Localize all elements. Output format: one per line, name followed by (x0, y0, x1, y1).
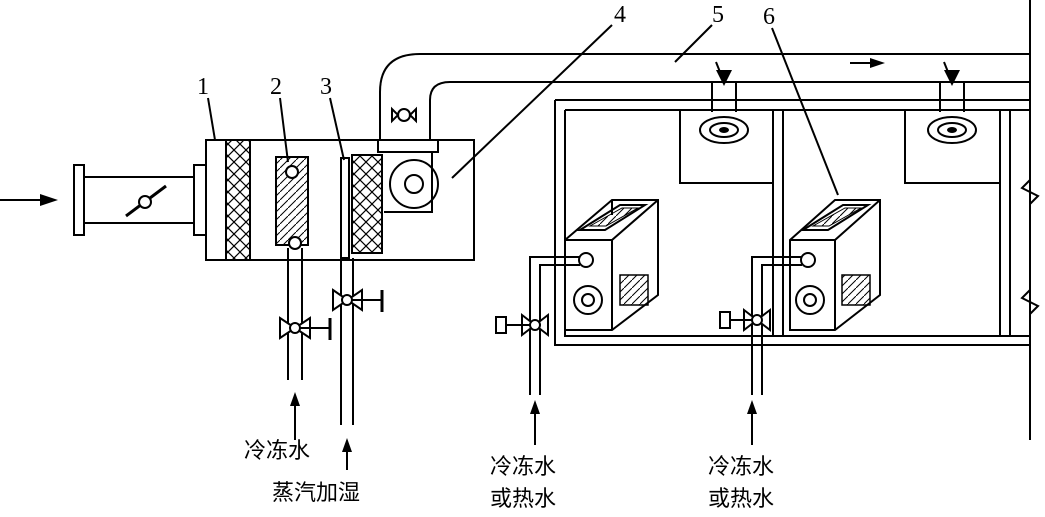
steam-pipe (332, 258, 384, 425)
callout-4: 4 (614, 2, 626, 28)
fan-coil-unit-icon (564, 199, 659, 331)
valve-icon (495, 312, 549, 338)
humidifier-pipe (340, 157, 350, 259)
valve-icon (391, 106, 417, 124)
eliminator (351, 154, 383, 254)
label-steam-humidify: 蒸汽加湿 (272, 481, 360, 506)
fan-icon (377, 139, 439, 213)
arrow-up-icon (747, 400, 757, 445)
arrow-up-icon (530, 400, 540, 445)
callout-3: 3 (320, 74, 332, 100)
callout-2: 2 (270, 74, 282, 100)
ceiling-diffuser-icon (904, 110, 1000, 184)
ceiling-diffuser-icon (679, 110, 773, 184)
label-unit2-line1: 冷冻水 (708, 455, 774, 480)
arrow-up-icon (342, 438, 352, 470)
callout-1: 1 (197, 74, 209, 100)
chilled-water-pipe (279, 248, 332, 380)
unit1-pipe (495, 256, 580, 395)
flow-arrow-icon (850, 58, 885, 68)
label-unit2-line2: 或热水 (708, 487, 774, 512)
label-unit1-line2: 或热水 (490, 487, 556, 512)
supply-duct (379, 53, 1030, 140)
callout-6: 6 (763, 4, 775, 30)
branch-duct (711, 61, 737, 112)
filter (225, 139, 251, 261)
valve-icon (719, 307, 771, 333)
damper-icon (125, 184, 167, 218)
arrow-up-icon (290, 392, 300, 440)
air-handling-unit (205, 139, 475, 261)
room-outline (554, 0, 1040, 440)
branch-duct (939, 61, 965, 112)
unit2-pipe (719, 256, 802, 395)
label-chilled-water: 冷冻水 (244, 439, 310, 464)
callout-5: 5 (712, 2, 724, 28)
leader-lines (207, 24, 839, 196)
valve-icon (279, 316, 332, 340)
fan-coil-unit-icon (789, 199, 881, 331)
valve-icon (332, 288, 384, 312)
label-unit1-line1: 冷冻水 (490, 455, 556, 480)
inlet-arrow-icon (0, 194, 58, 206)
